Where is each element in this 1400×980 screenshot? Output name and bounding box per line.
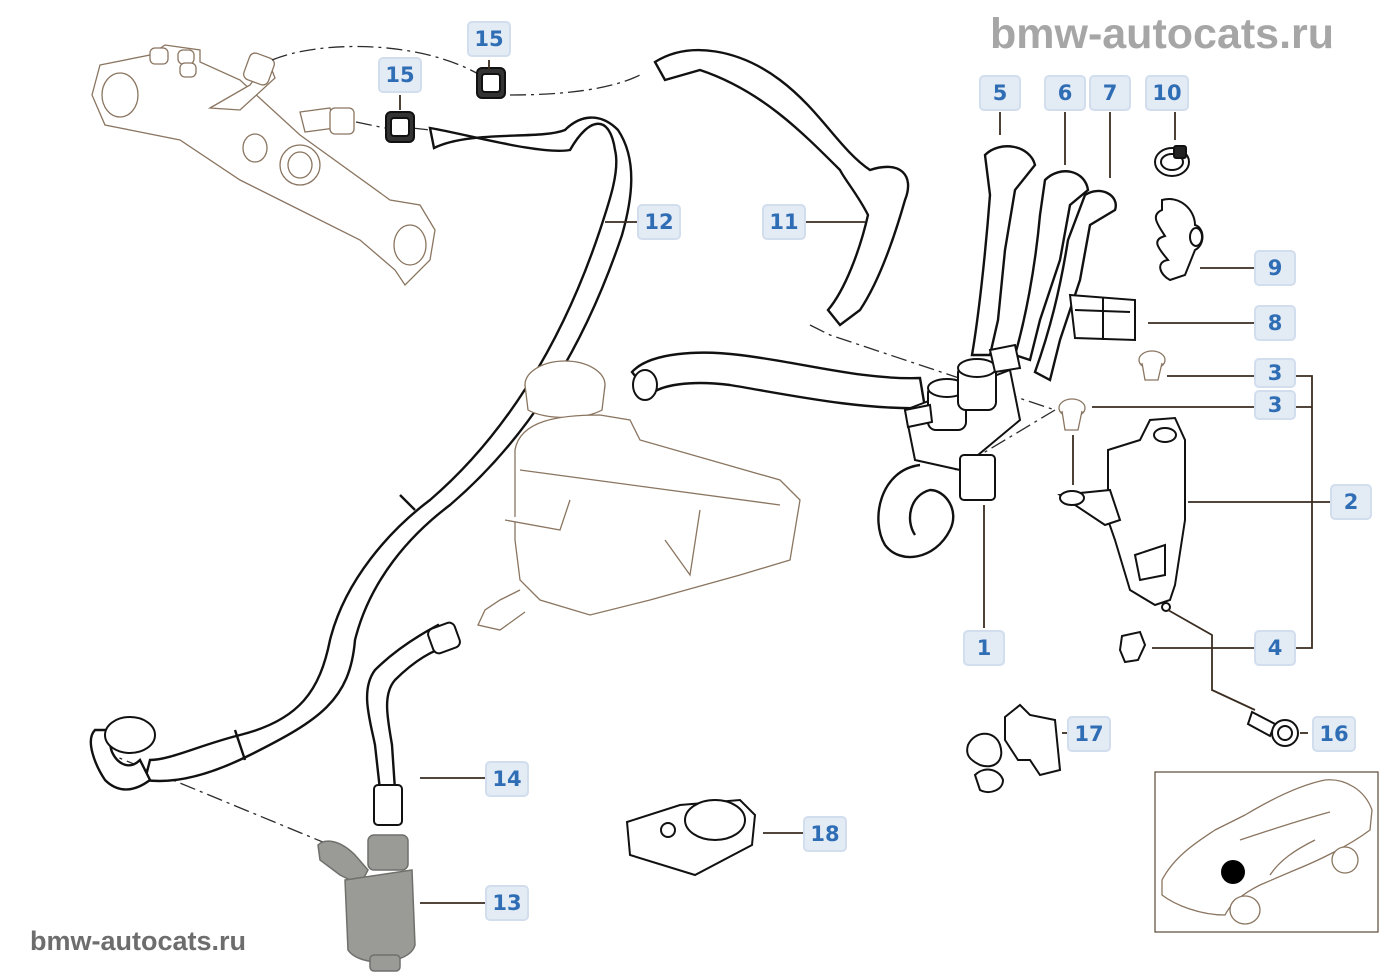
pump-bracket-18[interactable] bbox=[625, 798, 757, 877]
hose-elbow[interactable] bbox=[89, 716, 156, 791]
callout-5[interactable]: 5 bbox=[979, 75, 1021, 111]
hose-5-6-7-bundle[interactable] bbox=[970, 145, 1117, 382]
callout-8[interactable]: 8 bbox=[1254, 305, 1296, 341]
leader-lines bbox=[399, 60, 1330, 904]
location-dot bbox=[1221, 860, 1245, 884]
grommet-3-lower[interactable] bbox=[1058, 398, 1086, 431]
callout-2[interactable]: 2 bbox=[1330, 484, 1372, 520]
auxiliary-water-pump-13[interactable] bbox=[317, 834, 416, 972]
watermark-top: bmw-autocats.ru bbox=[990, 10, 1335, 58]
clip-nut-4[interactable] bbox=[1118, 630, 1147, 664]
clamp-15-left[interactable] bbox=[385, 111, 415, 143]
callout-1[interactable]: 1 bbox=[963, 630, 1005, 666]
callout-15-left[interactable]: 15 bbox=[378, 57, 422, 93]
callout-16[interactable]: 16 bbox=[1312, 716, 1356, 752]
callout-6[interactable]: 6 bbox=[1044, 75, 1086, 111]
callout-3-upper[interactable]: 3 bbox=[1254, 358, 1296, 388]
grommet-3-upper[interactable] bbox=[1138, 350, 1166, 381]
callout-14[interactable]: 14 bbox=[485, 761, 529, 797]
callout-7[interactable]: 7 bbox=[1089, 75, 1131, 111]
bracket-2[interactable] bbox=[1057, 416, 1186, 612]
callout-11[interactable]: 11 bbox=[762, 204, 806, 240]
callout-4[interactable]: 4 bbox=[1254, 630, 1296, 666]
heater-valve[interactable] bbox=[877, 343, 1022, 559]
bolt-16[interactable] bbox=[1246, 710, 1299, 747]
hose-holder-17[interactable] bbox=[966, 703, 1062, 793]
car-locator-icon bbox=[1154, 771, 1379, 933]
hose-11[interactable] bbox=[653, 49, 910, 327]
triple-hose-holder-9[interactable] bbox=[1154, 198, 1204, 282]
hose-clamp-10[interactable] bbox=[1154, 145, 1190, 177]
callout-18[interactable]: 18 bbox=[803, 816, 847, 852]
callout-10[interactable]: 10 bbox=[1145, 75, 1189, 111]
callout-13[interactable]: 13 bbox=[485, 885, 529, 921]
expansion-tank[interactable] bbox=[477, 360, 801, 631]
callout-3-lower[interactable]: 3 bbox=[1254, 390, 1296, 420]
coolant-manifold[interactable] bbox=[91, 44, 436, 287]
hose-14[interactable] bbox=[365, 621, 462, 826]
watermark-bottom: bmw-autocats.ru bbox=[30, 926, 247, 956]
callout-15-right[interactable]: 15 bbox=[467, 21, 511, 57]
callout-17[interactable]: 17 bbox=[1067, 716, 1111, 752]
hose-tank-connection[interactable] bbox=[630, 351, 927, 410]
clamp-15-right[interactable] bbox=[476, 67, 506, 99]
callout-12[interactable]: 12 bbox=[637, 204, 681, 240]
double-hose-clip-8[interactable] bbox=[1068, 293, 1136, 342]
callout-9[interactable]: 9 bbox=[1254, 250, 1296, 286]
